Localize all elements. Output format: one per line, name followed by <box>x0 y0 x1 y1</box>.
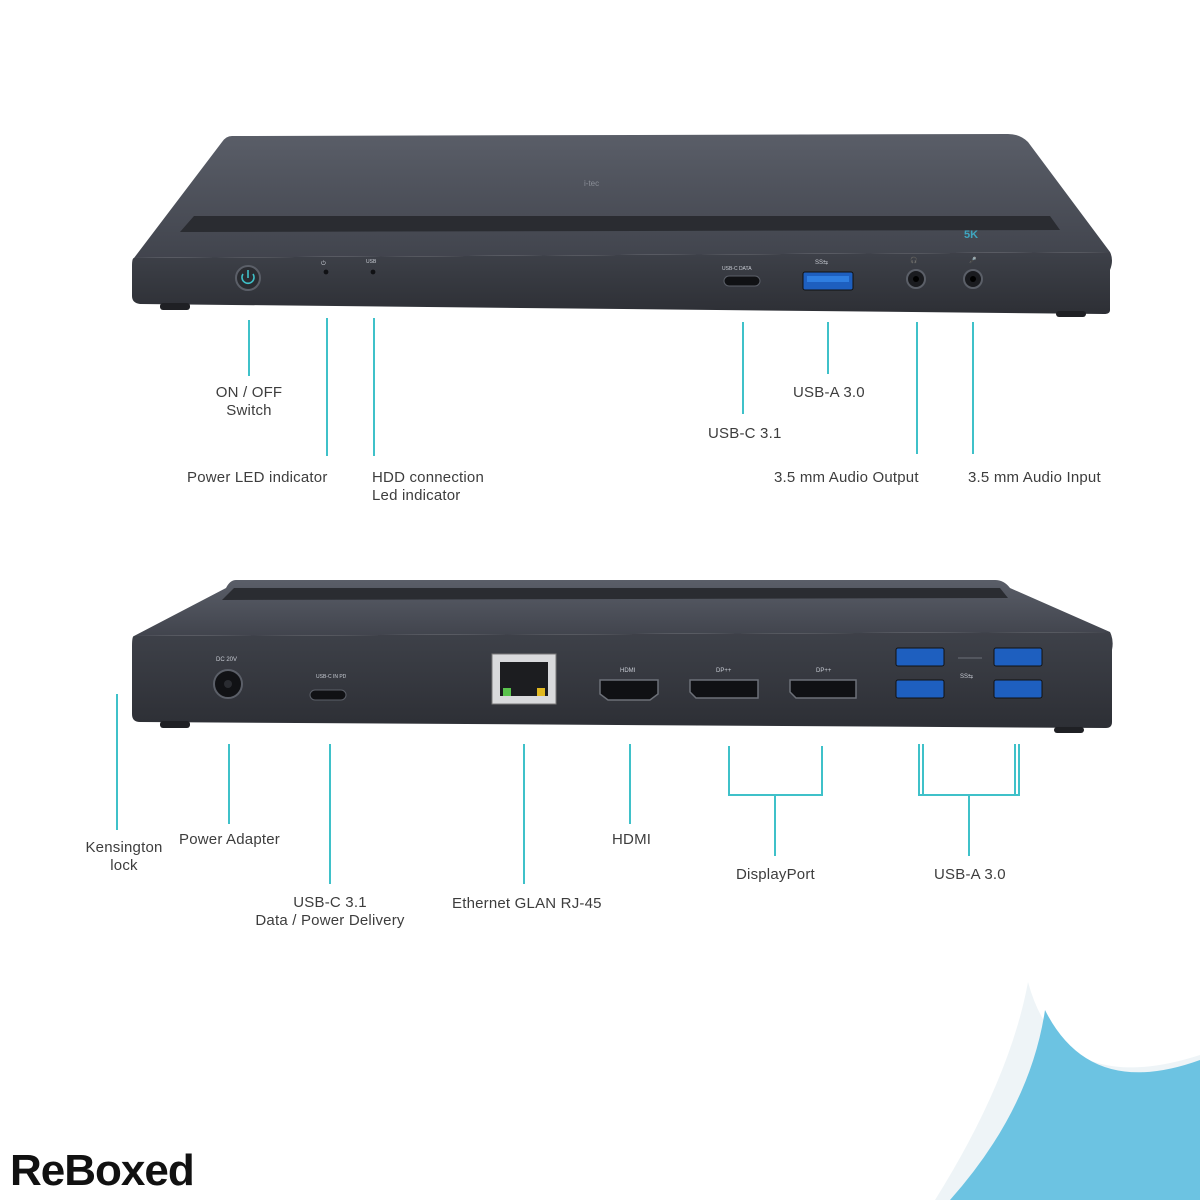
page-curl-decoration <box>935 982 1200 1200</box>
label-audio-output: 3.5 mm Audio Output <box>774 469 919 486</box>
svg-text:DC 20V: DC 20V <box>216 657 237 663</box>
label-on-off-switch: ON / OFF Switch <box>215 384 283 419</box>
5k-badge: 5K <box>964 229 978 241</box>
label-ethernet: Ethernet GLAN RJ-45 <box>452 895 602 912</box>
svg-text:🎧: 🎧 <box>910 256 917 264</box>
label-power-led: Power LED indicator <box>187 469 328 486</box>
svg-text:SS⇆: SS⇆ <box>815 259 828 266</box>
svg-text:DP++: DP++ <box>816 668 832 674</box>
label-usb-c-front: USB-C 3.1 <box>708 425 782 442</box>
svg-text:HDMI: HDMI <box>620 668 636 674</box>
label-usb-a-back: USB-A 3.0 <box>934 866 1006 883</box>
svg-text:USB-C DATA: USB-C DATA <box>722 266 752 272</box>
brand-logo: i-tec <box>584 179 599 188</box>
label-kensington-lock: Kensington lock <box>85 839 163 874</box>
label-usb-a-front: USB-A 3.0 <box>793 384 865 401</box>
label-audio-input: 3.5 mm Audio Input <box>968 469 1101 486</box>
reboxed-logo: ReBoxed <box>10 1146 195 1195</box>
svg-text:🎤: 🎤 <box>969 256 977 264</box>
label-usb-c-pd: USB-C 3.1 Data / Power Delivery <box>255 894 405 929</box>
svg-text:SS⇆: SS⇆ <box>960 673 973 680</box>
svg-text:USB-C IN PD: USB-C IN PD <box>316 674 347 680</box>
label-power-adapter: Power Adapter <box>179 831 280 848</box>
svg-text:USB: USB <box>366 259 377 265</box>
label-displayport: DisplayPort <box>736 866 815 883</box>
svg-text:⏻: ⏻ <box>321 260 326 267</box>
label-hdd-led: HDD connection Led indicator <box>372 469 485 504</box>
svg-text:DP++: DP++ <box>716 668 732 674</box>
label-hdmi: HDMI <box>612 831 652 848</box>
